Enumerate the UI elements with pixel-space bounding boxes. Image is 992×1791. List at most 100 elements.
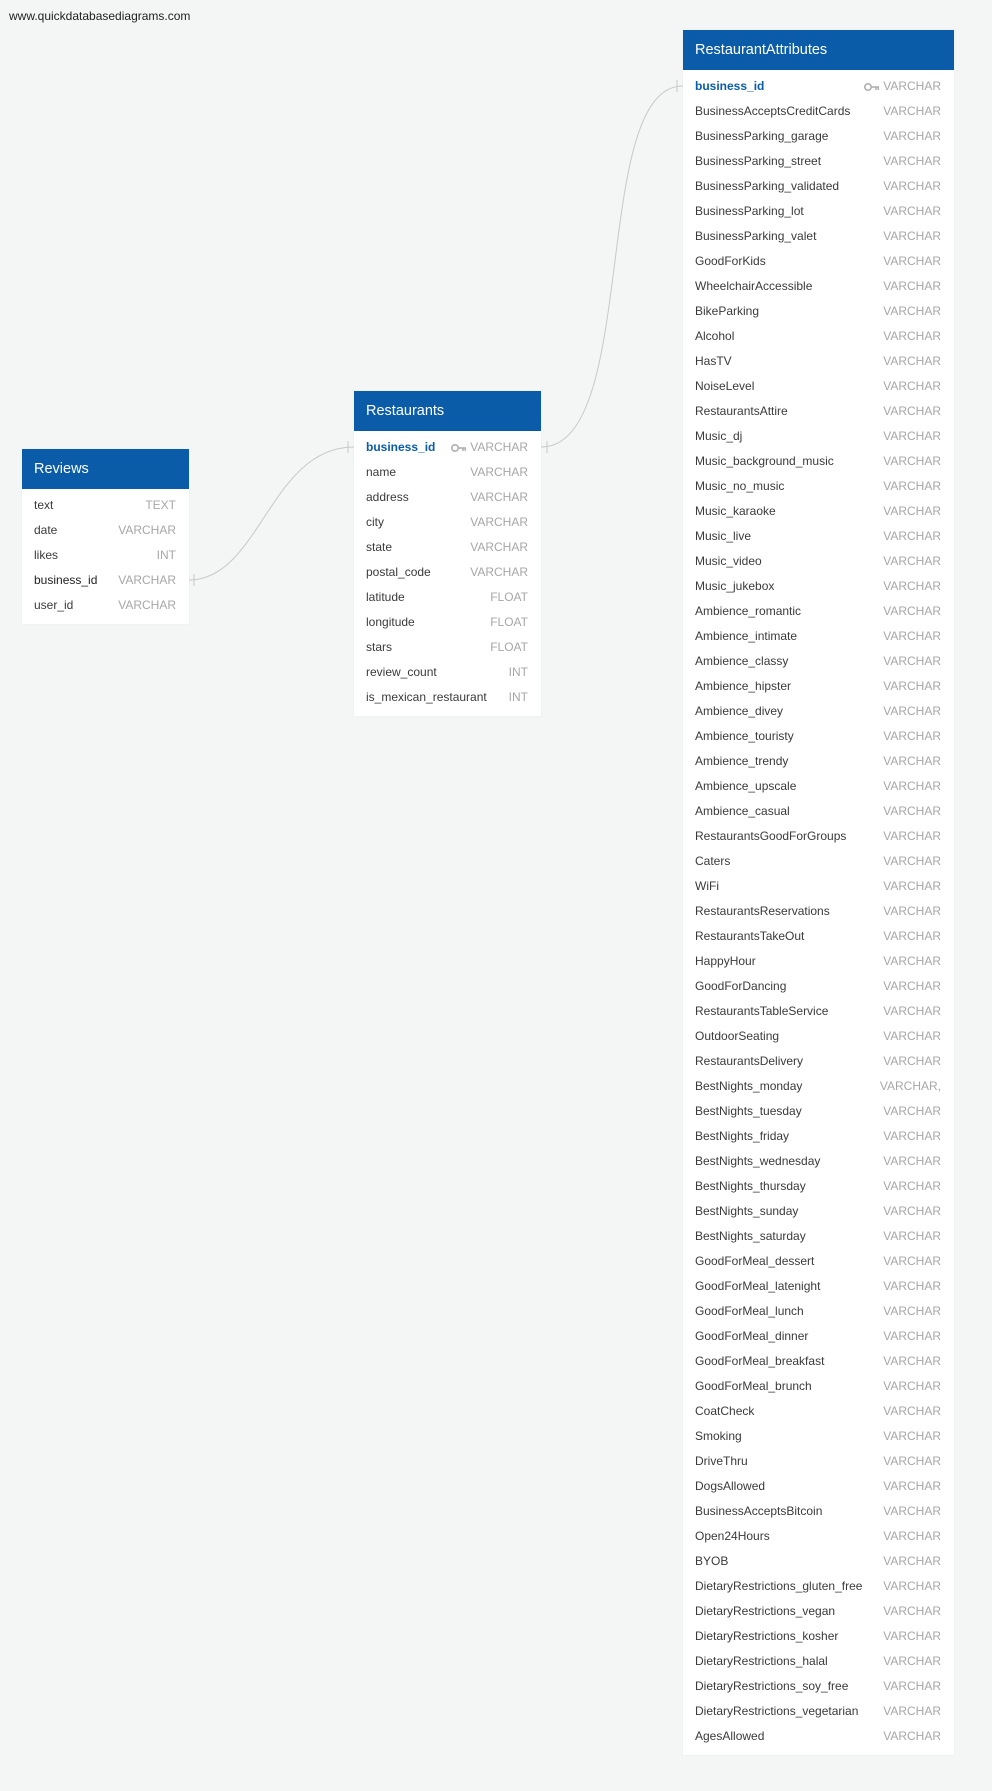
field-name: HappyHour (695, 954, 756, 968)
field-name: WiFi (695, 879, 719, 893)
field-type: VARCHAR (883, 1229, 941, 1243)
field-name: RestaurantsReservations (695, 904, 830, 918)
field-name: Smoking (695, 1429, 742, 1443)
table-title: Reviews (22, 449, 189, 489)
field-name: GoodForMeal_latenight (695, 1279, 821, 1293)
field-type: VARCHAR (883, 129, 941, 143)
field-type: VARCHAR (118, 573, 176, 587)
field-type: VARCHAR (883, 304, 941, 318)
field-type: VARCHAR (883, 729, 941, 743)
field-type: VARCHAR (883, 1654, 941, 1668)
field-type: VARCHAR (883, 1554, 941, 1568)
field-name: Ambience_romantic (695, 604, 802, 618)
